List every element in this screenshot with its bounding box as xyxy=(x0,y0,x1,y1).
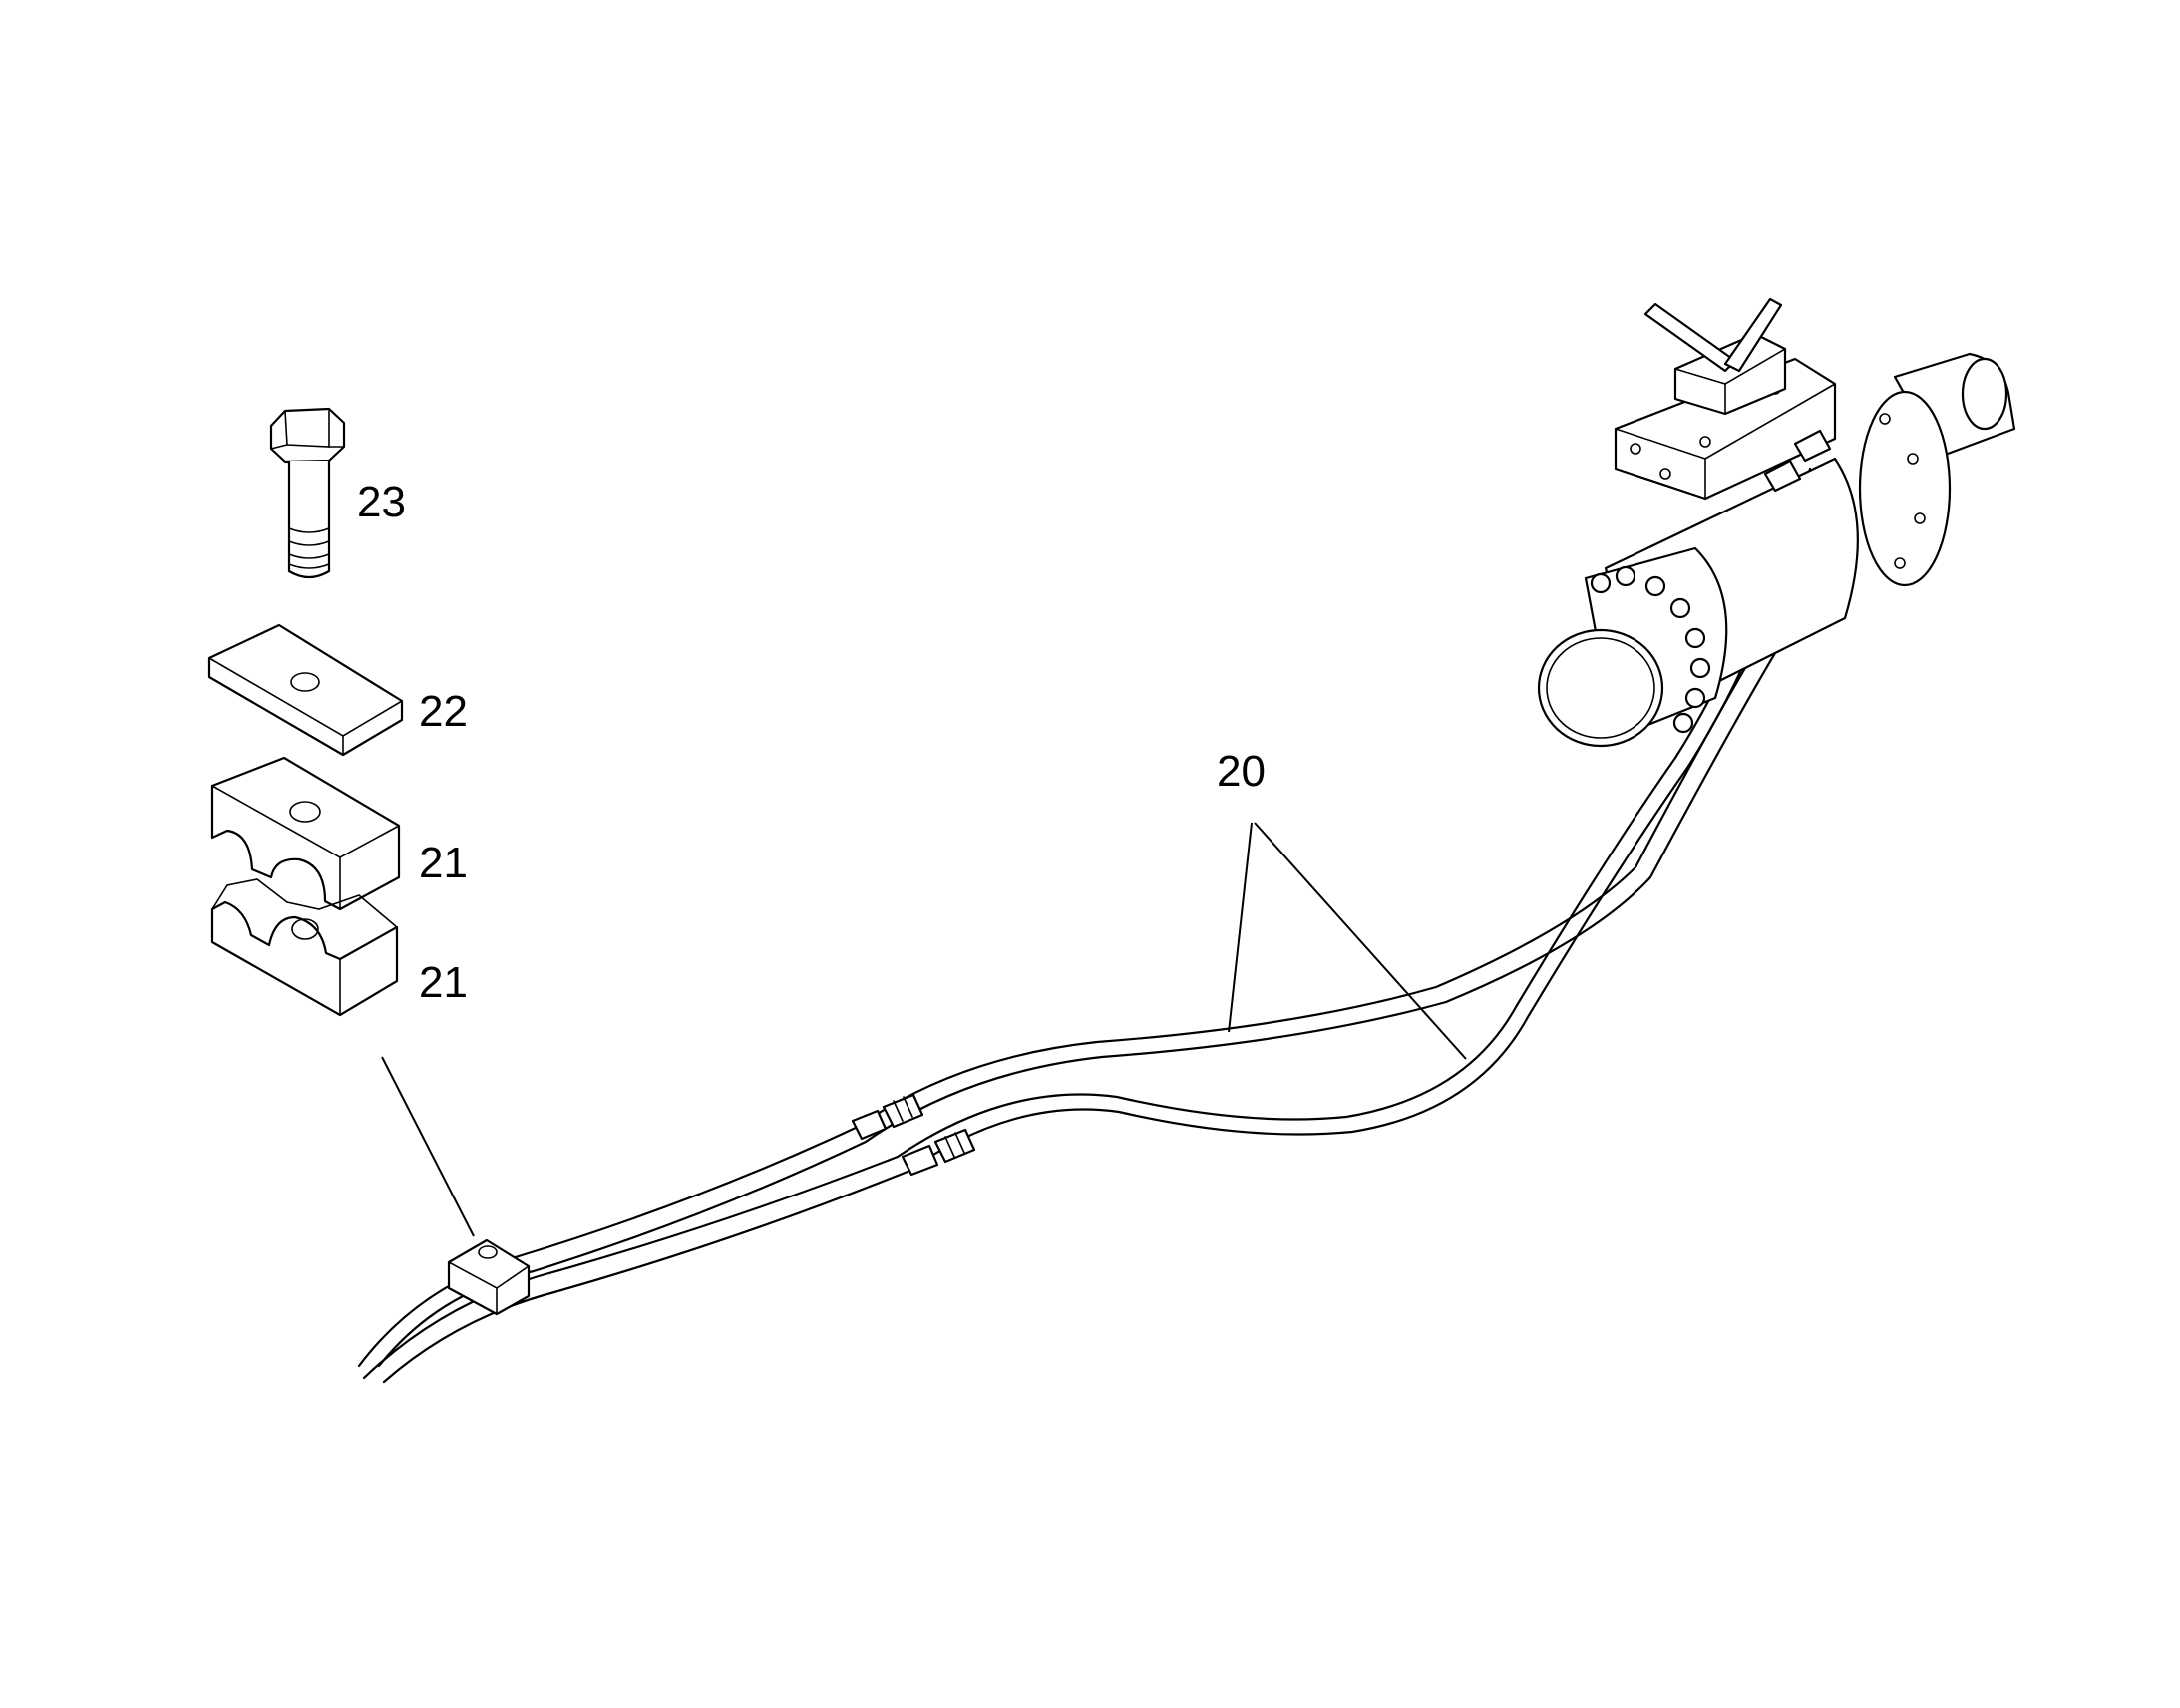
callout-20: 20 xyxy=(1217,747,1266,796)
callout-23: 23 xyxy=(357,478,406,526)
leader-20-b xyxy=(1254,822,1467,1060)
hose-clamp-installed[interactable] xyxy=(447,1238,531,1316)
cover-plate[interactable] xyxy=(207,623,404,757)
bolt[interactable] xyxy=(269,407,346,579)
leader-20-a xyxy=(1228,822,1253,1033)
callout-22: 22 xyxy=(419,687,468,736)
clamp-half-upper[interactable] xyxy=(210,756,401,911)
leader-lines xyxy=(381,822,1467,1237)
hydraulic-motor[interactable] xyxy=(1537,297,2016,748)
clamp-half-lower[interactable] xyxy=(210,878,399,1017)
callout-21-lower: 21 xyxy=(419,958,468,1007)
leader-21-clamp xyxy=(381,1056,475,1237)
coupling-lower xyxy=(901,1128,976,1177)
callout-21-upper: 21 xyxy=(419,839,468,887)
hose-assembly[interactable] xyxy=(357,467,1852,1384)
coupling-upper xyxy=(851,1093,924,1141)
